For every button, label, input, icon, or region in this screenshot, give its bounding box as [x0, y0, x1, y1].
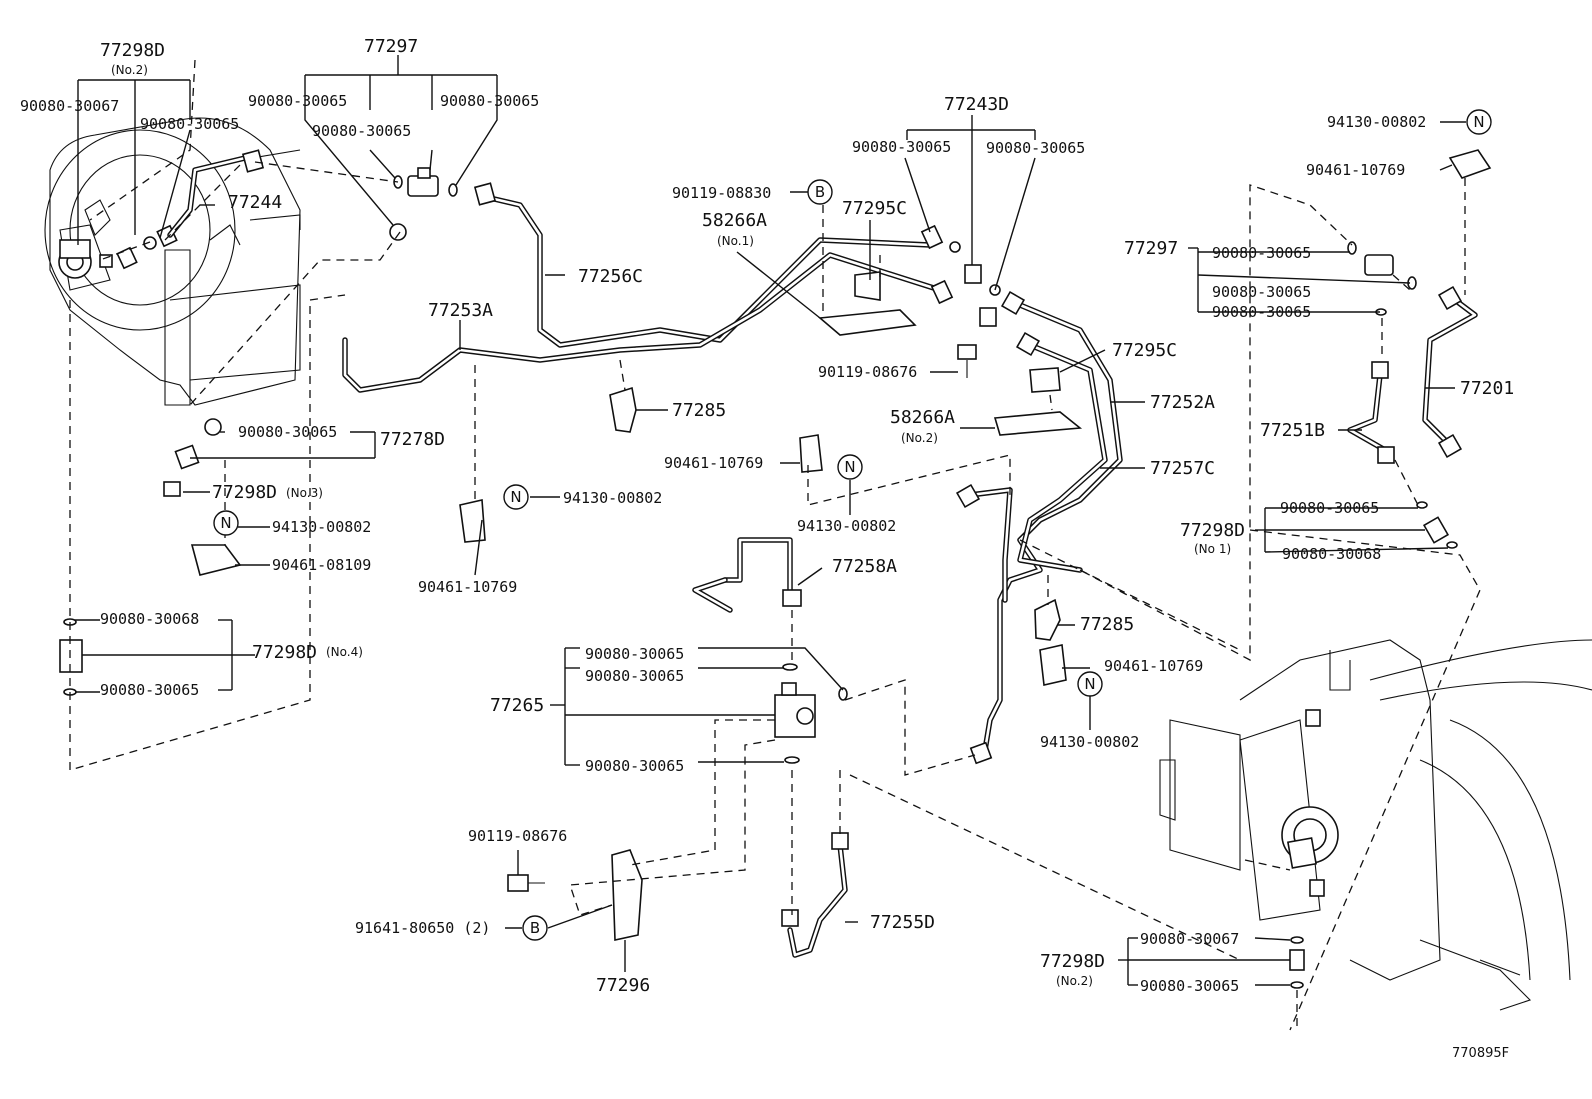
part-label-58266A-no2-sub: (No.2): [901, 431, 938, 445]
part-labels: 77298D (No.2) 77297 90080-30067 90080-30…: [20, 36, 1514, 1061]
part-label-77298D-no4: 77298D: [252, 642, 317, 663]
part-label-90080-30065-j: 90080-30065: [1280, 499, 1379, 517]
part-label-91641-80650: 91641-80650 (2): [355, 919, 490, 937]
nut-mark-n-mid-left: N: [503, 484, 529, 510]
part-label-90080-30065-g: 90080-30065: [1212, 244, 1311, 262]
part-label-94130-00802-b: 94130-00802: [563, 489, 662, 507]
part-label-77253A: 77253A: [428, 300, 493, 321]
booster-assembly-right: [1159, 639, 1592, 1011]
fittings: [59, 149, 1492, 989]
part-label-77278D: 77278D: [380, 429, 445, 450]
part-label-77256C: 77256C: [578, 266, 643, 287]
part-label-77298D-no2-bottom: 77298D: [1040, 951, 1105, 972]
leader-lines: [75, 55, 1466, 986]
part-label-90080-30067-a: 90080-30067: [20, 97, 119, 115]
brake-tubes: [167, 155, 1478, 958]
part-label-90080-30065-i: 90080-30065: [1212, 303, 1311, 321]
part-label-90080-30068-b: 90080-30068: [100, 610, 199, 628]
assembly-dashed-lines: [69, 59, 1481, 1031]
part-label-77295C-a: 77295C: [842, 198, 907, 219]
part-label-94130-00802-top: 94130-00802: [1327, 113, 1426, 131]
part-label-77298D-no2-bottom-sub: (No.2): [1056, 974, 1093, 988]
nut-mark-n-center: N: [837, 454, 863, 480]
part-label-77251B: 77251B: [1260, 420, 1325, 441]
part-label-90080-30067-b: 90080-30067: [1140, 930, 1239, 948]
part-label-77297-right: 77297: [1124, 238, 1178, 259]
part-label-58266A-no2: 58266A: [890, 407, 955, 428]
part-label-77298D-no1: 77298D: [1180, 520, 1245, 541]
svg-text:B: B: [815, 183, 825, 201]
part-label-94130-00802-a: 94130-00802: [272, 518, 371, 536]
part-label-77295C-b: 77295C: [1112, 340, 1177, 361]
part-label-77255D: 77255D: [870, 912, 935, 933]
part-label-90461-10769-c: 90461-10769: [1104, 657, 1203, 675]
part-label-90080-30065-a: 90080-30065: [248, 92, 347, 110]
part-label-77257C: 77257C: [1150, 458, 1215, 479]
part-label-77298D-no3-sub: (No.3): [286, 486, 323, 500]
part-label-90119-08676-a: 90119-08676: [818, 363, 917, 381]
part-label-58266A-no1: 58266A: [702, 210, 767, 231]
part-label-77296: 77296: [596, 975, 650, 996]
part-label-77297-top: 77297: [364, 36, 418, 57]
part-label-90080-30068-a: 90080-30068: [1282, 545, 1381, 563]
part-label-90461-10769-top: 90461-10769: [1306, 161, 1405, 179]
part-label-90080-30065-l: 90080-30065: [100, 681, 199, 699]
part-label-90461-10769-b: 90461-10769: [664, 454, 763, 472]
svg-text:N: N: [1473, 113, 1484, 131]
part-label-77244: 77244: [228, 192, 282, 213]
part-label-77258A: 77258A: [832, 556, 897, 577]
svg-text:N: N: [220, 514, 231, 532]
part-label-77252A: 77252A: [1150, 392, 1215, 413]
part-label-77298D-no1-sub: (No 1): [1194, 542, 1231, 556]
part-label-77265: 77265: [490, 695, 544, 716]
part-label-77285-b: 77285: [1080, 614, 1134, 635]
part-label-77285-a: 77285: [672, 400, 726, 421]
part-label-90080-30065-n: 90080-30065: [585, 667, 684, 685]
circled-symbols: B B N N N N N: [213, 109, 1492, 941]
nut-mark-n-mid-right: N: [1077, 671, 1103, 697]
part-label-77298D-no2-top-sub: (No.2): [111, 63, 148, 77]
part-label-90080-30065-d: 90080-30065: [312, 122, 411, 140]
part-label-94130-00802-c: 94130-00802: [797, 517, 896, 535]
svg-text:N: N: [1084, 675, 1095, 693]
part-label-90080-30065-p: 90080-30065: [1140, 977, 1239, 995]
part-label-77298D-no3: 77298D: [212, 482, 277, 503]
part-label-77243D: 77243D: [944, 94, 1009, 115]
part-label-90080-30065-o: 90080-30065: [585, 757, 684, 775]
part-label-90461-10769-a: 90461-10769: [418, 578, 517, 596]
bolt-mark-b-bottom: B: [522, 915, 548, 941]
svg-text:N: N: [844, 458, 855, 476]
nut-mark-n-top-right: N: [1466, 109, 1492, 135]
part-label-90080-30065-b: 90080-30065: [440, 92, 539, 110]
part-label-90119-08830: 90119-08830: [672, 184, 771, 202]
nut-mark-n-left: N: [213, 510, 239, 536]
part-label-90080-30065-e: 90080-30065: [852, 138, 951, 156]
part-label-90080-30065-f: 90080-30065: [986, 139, 1085, 157]
part-label-77298D-no4-sub: (No.4): [326, 645, 363, 659]
part-label-90119-08676-b: 90119-08676: [468, 827, 567, 845]
part-label-58266A-no1-sub: (No.1): [717, 234, 754, 248]
part-label-77298D-no2-top: 77298D: [100, 40, 165, 61]
bolt-mark-b-top: B: [807, 179, 833, 205]
svg-text:B: B: [530, 919, 540, 937]
part-label-90080-30065-c: 90080-30065: [140, 115, 239, 133]
part-label-90080-30065-m: 90080-30065: [585, 645, 684, 663]
part-label-77201: 77201: [1460, 378, 1514, 399]
part-label-90461-08109: 90461-08109: [272, 556, 371, 574]
part-label-94130-00802-d: 94130-00802: [1040, 733, 1139, 751]
part-label-90080-30065-k: 90080-30065: [238, 423, 337, 441]
part-label-90080-30065-h: 90080-30065: [1212, 283, 1311, 301]
figure-code: 770895F: [1452, 1046, 1509, 1061]
svg-text:N: N: [510, 488, 521, 506]
